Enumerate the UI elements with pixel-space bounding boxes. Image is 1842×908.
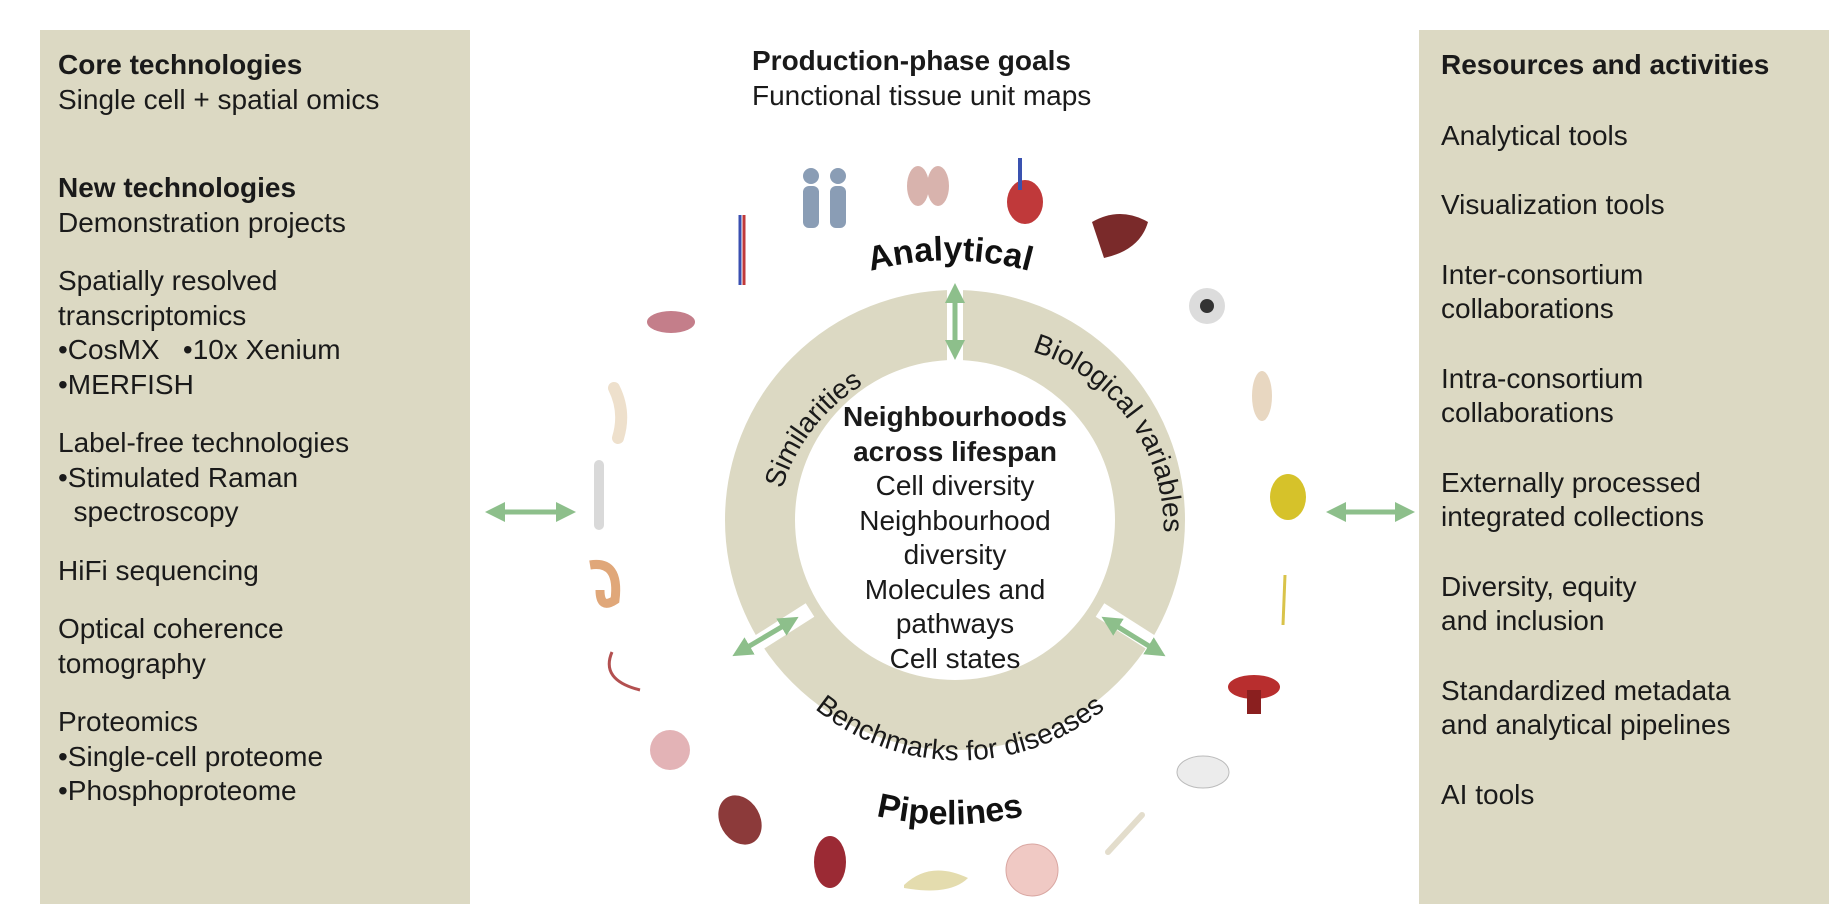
brain-slice-icon (1005, 843, 1059, 897)
center-title-2: across lifespan (853, 435, 1057, 467)
liver-icon (1092, 214, 1148, 258)
proteomics-line-1: Proteomics (58, 706, 199, 737)
core-technologies-title: Core technologies (58, 49, 303, 80)
center-item: Cell diversity (875, 470, 1035, 501)
svg-text:Analytical: Analytical (864, 230, 1037, 279)
ring-label-pipelines: Pipelines (874, 787, 1025, 833)
center-item: diversity (903, 539, 1007, 570)
hifi-sequencing: HiFi sequencing (58, 554, 259, 586)
resource-item: Externally processed (1441, 466, 1701, 498)
resource-item: collaborations (1441, 293, 1614, 324)
bone-icon (1105, 812, 1145, 855)
ring-label-analytical: Analytical (864, 230, 1037, 279)
resource-item: Intra-consortium (1441, 362, 1644, 394)
center-item: Molecules and (864, 573, 1046, 605)
heart-icon (1007, 158, 1043, 224)
new-technologies-subtitle: Demonstration projects (58, 206, 346, 238)
center-block: Neighbourhoods across lifespan Cell dive… (790, 400, 1120, 676)
uterus-icon (1228, 675, 1280, 714)
spatial-line-4: •MERFISH (58, 368, 194, 400)
goals-subtitle: Functional tissue unit maps (752, 79, 1092, 111)
nerve-icon (1281, 574, 1287, 626)
center-item: Cell states (889, 642, 1021, 674)
resource-item: collaborations (1441, 397, 1614, 428)
kidney-icon (814, 836, 846, 888)
new-technologies-title: New technologies (58, 172, 297, 203)
production-goals: Production-phase goals Functional tissue… (752, 44, 1091, 113)
label-free-line-1: Label-free technologies (58, 427, 350, 458)
label-free-line-3: spectroscopy (58, 496, 239, 527)
large-intestine-icon (589, 559, 621, 608)
thymus-icon (1252, 371, 1272, 421)
core-technologies-subtitle: Single cell + spatial omics (58, 83, 380, 115)
resources-panel: Resources and activities Analytical tool… (1419, 30, 1829, 904)
small-intestine-icon (650, 730, 690, 770)
resources-title: Resources and activities (1441, 49, 1770, 80)
center-item: pathways (895, 608, 1015, 639)
pancreas-icon (904, 870, 968, 891)
spatial-line-2: transcriptomics (58, 299, 247, 331)
spatial-line-3: •CosMX •10x Xenium (58, 334, 341, 365)
arrow-bottom-left (732, 616, 799, 657)
goals-title: Production-phase goals (752, 45, 1071, 76)
placenta-icon (647, 311, 695, 333)
oct-line-1: Optical coherence (58, 613, 284, 644)
center-title-1: Neighbourhoods (843, 401, 1067, 432)
resource-item: integrated collections (1441, 501, 1705, 532)
pancreas-gland-icon (1270, 474, 1306, 520)
resource-item: Analytical tools (1441, 119, 1628, 151)
proteomics-line-2: •Single-cell proteome (58, 740, 324, 772)
humerus-icon (608, 382, 628, 444)
arrow-bottom-right (1101, 616, 1166, 657)
lungs-icon (907, 166, 949, 206)
pelvis-icon (1176, 755, 1230, 789)
resource-item: Standardized metadata (1441, 674, 1731, 706)
eye-icon (1189, 288, 1225, 324)
core-technologies-panel: Core technologies Single cell + spatial … (40, 30, 470, 904)
ureter-icon (607, 651, 641, 692)
proteomics-line-3: •Phosphoproteome (58, 775, 297, 806)
resource-item: and analytical pipelines (1441, 709, 1731, 740)
oct-line-2: tomography (58, 647, 206, 679)
spatial-line-1: Spatially resolved (58, 265, 278, 296)
spleen-icon (718, 795, 762, 845)
svg-text:Pipelines: Pipelines (874, 787, 1025, 833)
bodies-icon (803, 168, 846, 228)
resource-item: Diversity, equity (1441, 570, 1637, 602)
resource-item: AI tools (1441, 778, 1535, 810)
center-item: Neighbourhood (859, 504, 1051, 536)
resource-item: and inclusion (1441, 605, 1605, 636)
vasculature-icon (738, 215, 746, 285)
resource-item: Visualization tools (1441, 189, 1665, 220)
knee-icon (594, 460, 604, 530)
resource-item: Inter-consortium (1441, 258, 1644, 290)
label-free-line-2: •Stimulated Raman (58, 461, 299, 493)
